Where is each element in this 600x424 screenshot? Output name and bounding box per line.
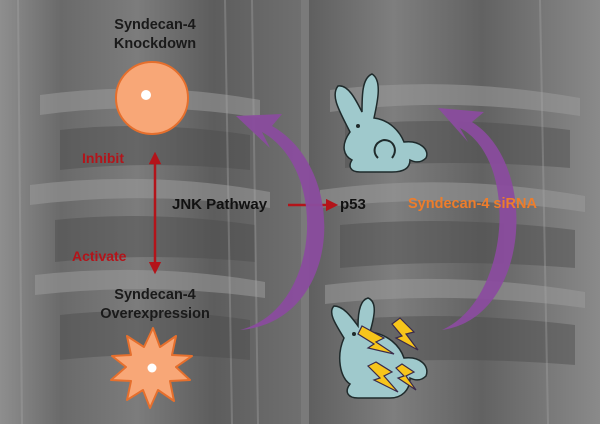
orange-star-burst-icon [110,327,193,409]
orange-circle-icon [115,61,189,135]
overexpression-label-line2: Overexpression [100,306,210,322]
overexpression-label-line1: Syndecan-4 [114,287,196,303]
rabbit-lightning-icon [330,297,428,399]
p53-label: p53 [340,196,366,213]
knockdown-label-line1: Syndecan-4 [114,17,196,33]
sirna-label: Syndecan-4 siRNA [408,196,537,212]
knockdown-label-line2: Knockdown [113,36,197,52]
curved-purple-arrow-icon [438,108,517,330]
rabbit-icon [334,73,428,173]
curved-purple-arrow-icon [236,114,325,330]
overexpression-label: Syndecan-4 Overexpression [75,286,235,324]
knockdown-label: Syndecan-4 Knockdown [80,16,230,54]
activate-label: Activate [72,248,127,264]
inhibit-label: Inhibit [82,150,124,166]
jnk-pathway-label: JNK Pathway [172,196,268,213]
